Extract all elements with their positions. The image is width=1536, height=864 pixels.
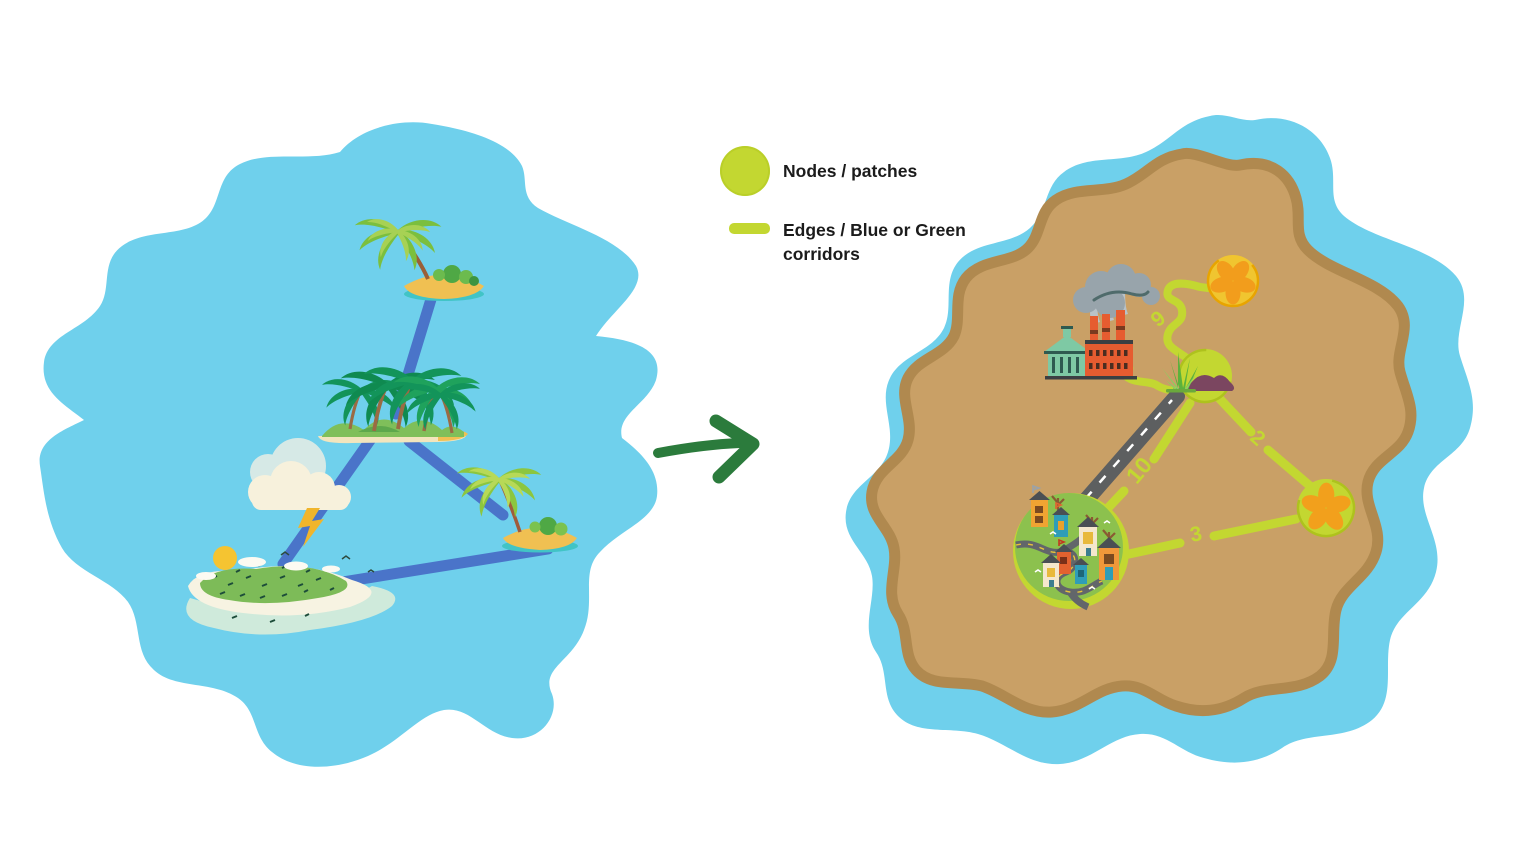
palm-grove-island	[318, 364, 481, 444]
agave-plant-icon	[1162, 352, 1198, 393]
palm-island-east	[456, 465, 578, 553]
node-flower-patch-north	[1203, 250, 1263, 312]
factory-with-smoke-icon	[1044, 264, 1160, 380]
legend-item-edges: Edges / Blue or Green corridors	[720, 218, 980, 266]
village-road-dashes	[1015, 543, 1103, 593]
node-circle-swatch	[720, 146, 770, 196]
palm-island-top	[354, 216, 484, 301]
edge-line-swatch	[729, 223, 770, 234]
house-icon	[1052, 501, 1070, 537]
corridor-grove-to-east	[403, 435, 509, 521]
lightning-icon	[298, 508, 324, 547]
legend-item-nodes: Nodes / patches	[720, 146, 980, 196]
sun-icon	[213, 546, 237, 570]
node-restored-patch	[1162, 348, 1235, 404]
house-icon	[1073, 558, 1089, 584]
birds-icon	[280, 551, 375, 573]
house-icon	[1055, 538, 1073, 574]
sea-blob	[39, 122, 658, 767]
legend: Nodes / patches Edges / Blue or Green co…	[720, 146, 980, 288]
transition-arrow-icon	[653, 414, 760, 484]
left-map	[39, 122, 658, 767]
house-icon	[1029, 484, 1050, 527]
small-clouds-icon	[196, 557, 340, 580]
factory-building-icon	[1045, 310, 1137, 380]
legend-label-nodes: Nodes / patches	[783, 161, 918, 181]
node-village-patch	[1013, 484, 1129, 611]
house-icon	[1041, 554, 1061, 587]
edge-weight-3: 3	[1188, 522, 1204, 547]
house-icon	[1097, 537, 1121, 580]
node-flower-patch-east	[1289, 471, 1363, 545]
soil-mound-icon	[1186, 374, 1235, 391]
storm-cloud-icon	[248, 438, 351, 547]
edge-restored-to-north	[1163, 279, 1212, 366]
palm-tree-icon	[354, 216, 442, 280]
right-map: 9 2 10 3	[845, 115, 1473, 765]
legend-label-edges: Edges / Blue or Green corridors	[783, 220, 966, 264]
palm-tree-icon	[456, 465, 542, 533]
town-hall-icon	[1044, 326, 1090, 376]
birds-icon	[1034, 520, 1111, 590]
house-icon	[1077, 517, 1099, 556]
forest-island-southwest	[186, 546, 396, 635]
edge-restored-to-east	[1214, 393, 1315, 491]
